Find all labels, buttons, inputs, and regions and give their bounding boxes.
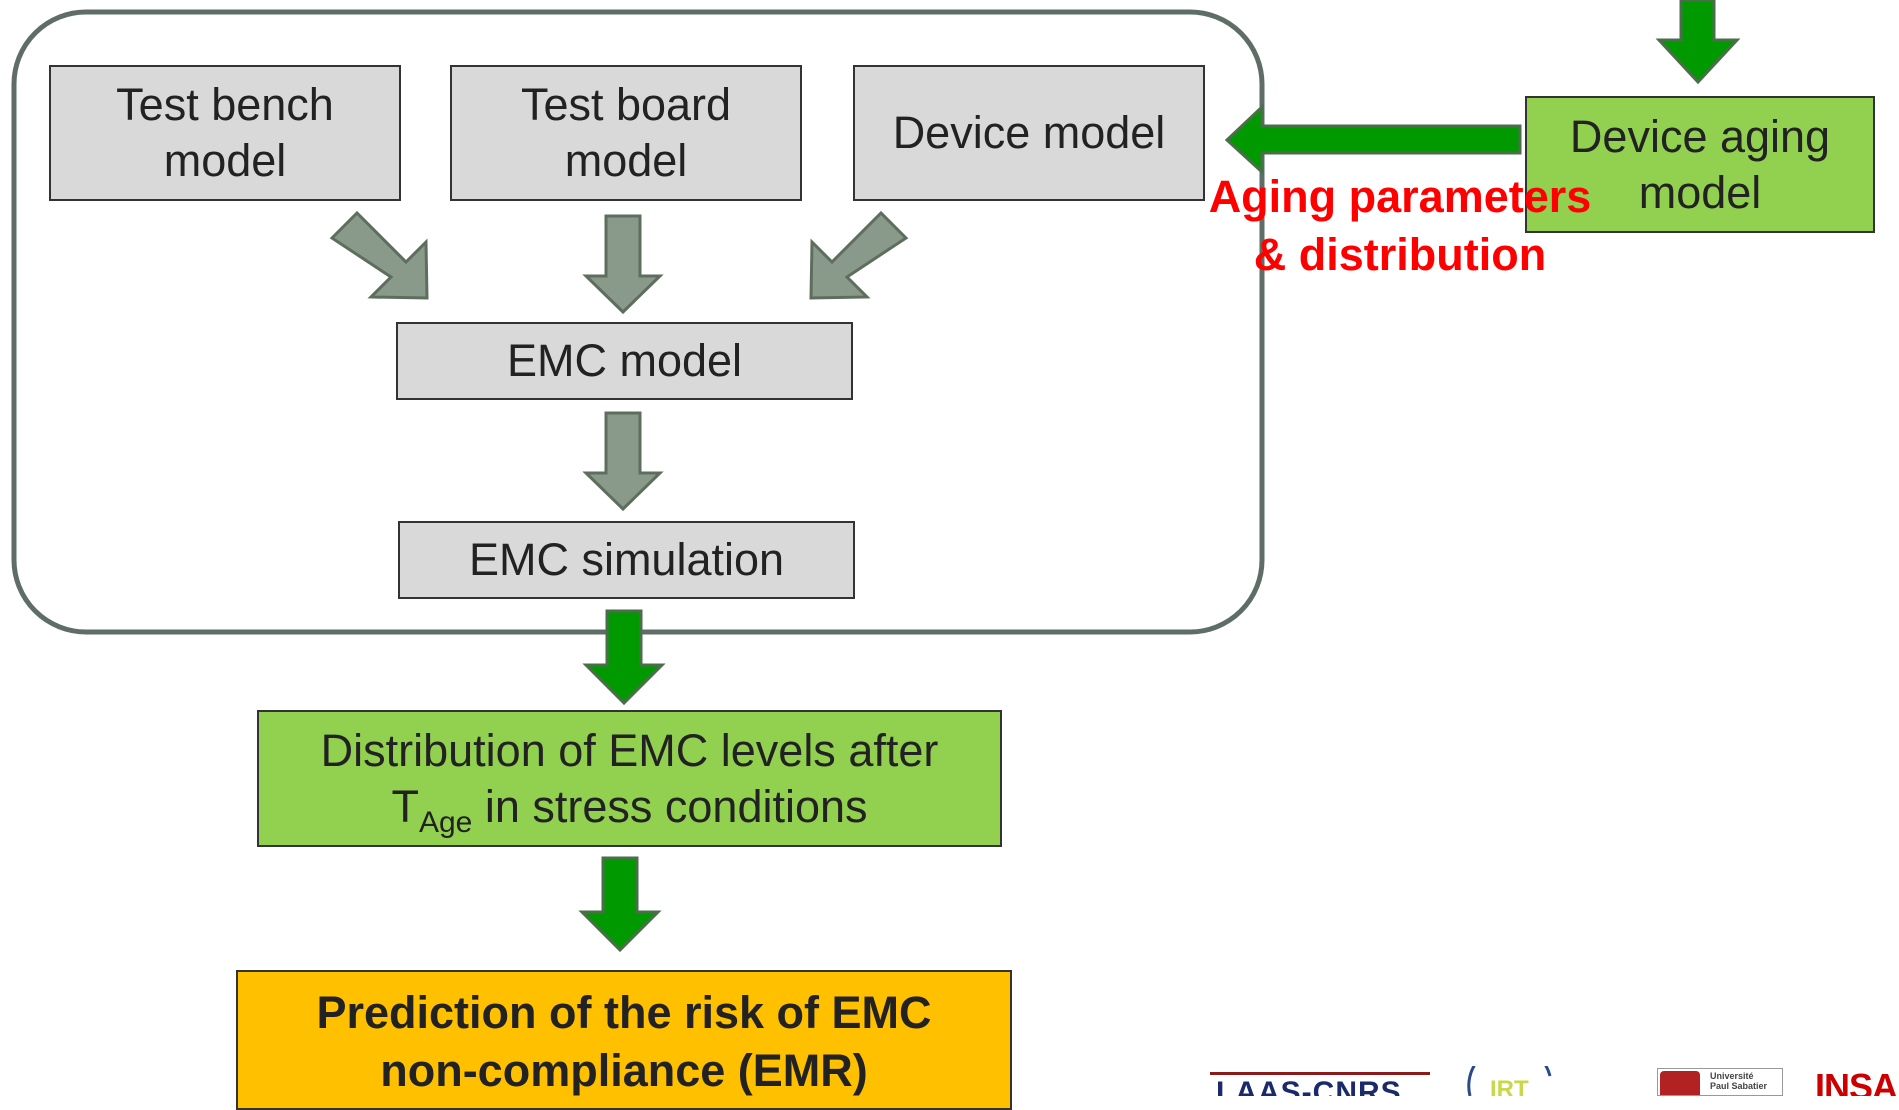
aging-parameters-label: Aging parameters & distribution bbox=[1170, 168, 1630, 284]
arrow-simulation-to-distribution bbox=[582, 609, 666, 706]
emc-simulation-box: EMC simulation bbox=[398, 521, 855, 599]
test-bench-line1: Test bench bbox=[116, 79, 334, 130]
distribution-line2: TAge in stress conditions bbox=[391, 779, 868, 838]
ups-logo: Université Paul Sabatier bbox=[1657, 1068, 1783, 1096]
arrow-board-to-emc bbox=[582, 214, 664, 315]
device-model-label: Device model bbox=[892, 107, 1166, 158]
arrow-aging-to-device-model bbox=[1224, 103, 1522, 176]
aging-label-line2: & distribution bbox=[1253, 229, 1547, 280]
irt-text: IRT bbox=[1490, 1076, 1529, 1096]
age-subscript: Age bbox=[418, 805, 473, 839]
emc-simulation-label: EMC simulation bbox=[468, 534, 785, 585]
arrow-emc-to-simulation bbox=[582, 411, 664, 512]
prediction-box: Prediction of the risk of EMC non-compli… bbox=[236, 970, 1012, 1110]
distribution-box: Distribution of EMC levels after TAge in… bbox=[257, 710, 1002, 847]
arrow-distribution-to-prediction bbox=[578, 856, 662, 953]
device-aging-model-box: Device aging model bbox=[1525, 96, 1875, 233]
test-board-model-box: Test board model bbox=[450, 65, 802, 201]
test-bench-model-box: Test bench model bbox=[49, 65, 401, 201]
device-aging-line2: model bbox=[1638, 166, 1762, 218]
insa-text: INSA bbox=[1815, 1068, 1898, 1096]
prediction-line2: non-compliance (EMR) bbox=[380, 1045, 868, 1096]
prediction-line1: Prediction of the risk of EMC bbox=[316, 987, 932, 1038]
distribution-rest: in stress conditions bbox=[472, 780, 868, 832]
ups-line1: Université bbox=[1710, 1071, 1754, 1081]
laas-cnrs-logo: LAAS-CNRS bbox=[1210, 1072, 1430, 1096]
irt-logo: IRT bbox=[1460, 1066, 1560, 1096]
emc-model-box: EMC model bbox=[396, 322, 853, 400]
test-board-line1: Test board bbox=[520, 79, 732, 130]
device-aging-line1: Device aging bbox=[1569, 110, 1831, 162]
emc-model-label: EMC model bbox=[506, 335, 743, 386]
insa-logo: INSA bbox=[1815, 1068, 1899, 1096]
arrow-top-to-aging bbox=[1655, 0, 1741, 85]
t-symbol: T bbox=[391, 780, 419, 832]
laas-cnrs-text: LAAS-CNRS bbox=[1216, 1076, 1402, 1096]
arrow-bench-to-emc bbox=[329, 210, 429, 300]
device-model-box: Device model bbox=[853, 65, 1205, 201]
ups-line2: Paul Sabatier bbox=[1710, 1081, 1768, 1091]
test-board-line2: model bbox=[564, 135, 688, 186]
aging-label-line1: Aging parameters bbox=[1208, 171, 1592, 222]
arrow-device-to-emc bbox=[809, 210, 909, 300]
test-bench-line2: model bbox=[163, 135, 287, 186]
distribution-line1: Distribution of EMC levels after bbox=[320, 724, 939, 776]
